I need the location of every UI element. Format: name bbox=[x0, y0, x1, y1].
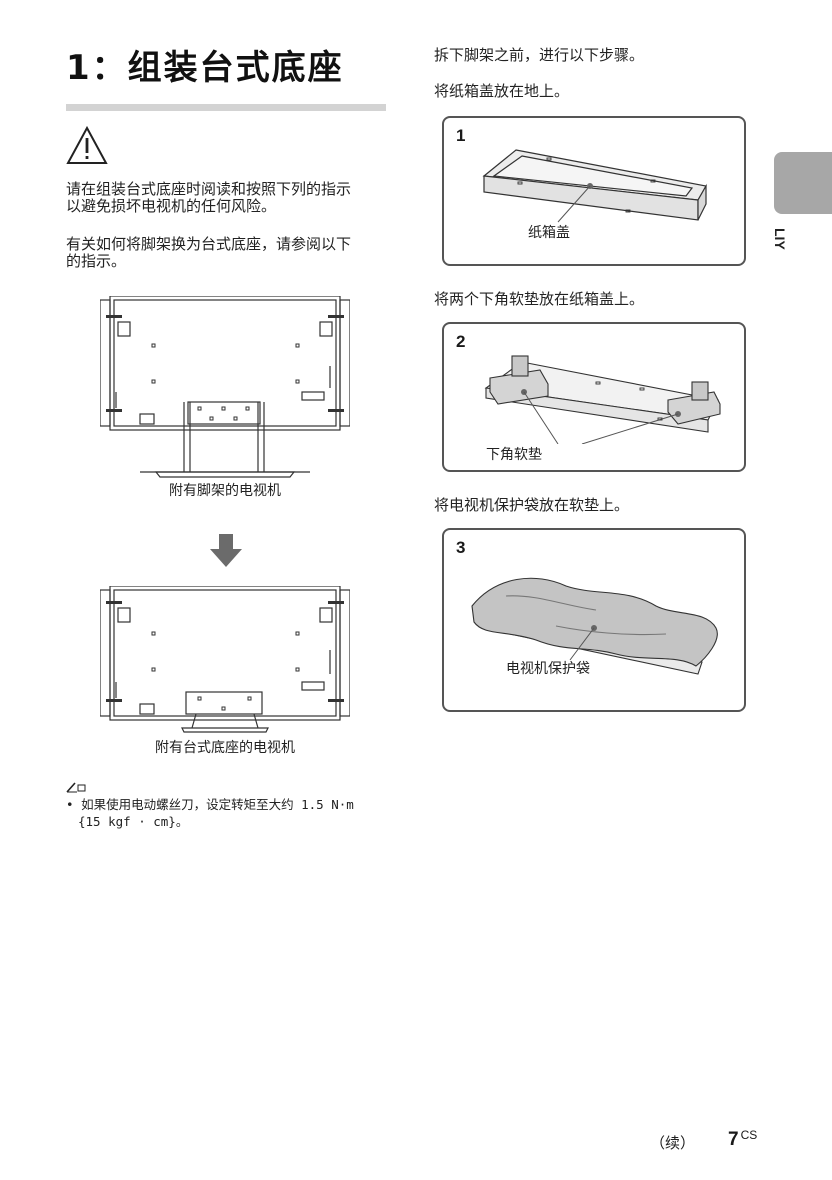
page-lang-code: CS bbox=[740, 1128, 758, 1142]
section-tab-label: LIY bbox=[772, 228, 788, 250]
warning-text: 请在组装台式底座时阅读和按照下列的指示 以避免损坏电视机的任何风险。 bbox=[66, 181, 351, 215]
step3-instruction: 将电视机保护袋放在软垫上。 bbox=[434, 496, 630, 514]
note-line-1: 如果使用电动螺丝刀，设定转矩至大约 1.5 N·m bbox=[81, 797, 354, 812]
warning-line-2: 以避免损坏电视机的任何风险。 bbox=[66, 197, 277, 215]
step-number: 3 bbox=[456, 538, 466, 557]
carton-lid-illustration bbox=[480, 146, 710, 230]
step-2-label: 下角软垫 bbox=[486, 447, 542, 463]
warning-triangle-icon bbox=[66, 125, 108, 166]
note-line-2: {15 kgf · cm}。 bbox=[78, 814, 189, 829]
step-1-label: 纸箱盖 bbox=[528, 225, 570, 241]
info-text: 有关如何将脚架换为台式底座，请参阅以下 的指示。 bbox=[66, 236, 351, 270]
page-title: 1：组装台式底座 bbox=[66, 48, 344, 88]
page-number-value: 7 bbox=[728, 1129, 739, 1150]
right-intro: 拆下脚架之前，进行以下步骤。 bbox=[434, 46, 645, 64]
figure-caption-tv-legs: 附有脚架的电视机 bbox=[169, 483, 281, 499]
step-number: 2 bbox=[456, 332, 466, 351]
bullet: • bbox=[66, 797, 82, 812]
protection-bag-illustration bbox=[466, 566, 726, 680]
tv-with-legs-illustration bbox=[99, 295, 351, 478]
step-number: 1 bbox=[456, 126, 466, 145]
step-3-box: 3 电视机保护袋 bbox=[442, 528, 746, 712]
figure-caption-tv-stand: 附有台式底座的电视机 bbox=[155, 740, 295, 756]
tv-with-stand-illustration bbox=[99, 585, 351, 736]
note-text: • 如果使用电动螺丝刀，设定转矩至大约 1.5 N·m {15 kgf · cm… bbox=[66, 796, 396, 830]
step-1-box: 1 纸箱盖 bbox=[442, 116, 746, 266]
section-tab bbox=[774, 152, 832, 214]
step1-instruction: 将纸箱盖放在地上。 bbox=[434, 82, 570, 100]
arrow-down-icon bbox=[210, 534, 242, 568]
step2-instruction: 将两个下角软垫放在纸箱盖上。 bbox=[434, 290, 645, 308]
title-divider bbox=[66, 104, 386, 111]
info-line-2: 的指示。 bbox=[66, 252, 127, 270]
warning-line-1: 请在组装台式底座时阅读和按照下列的指示 bbox=[66, 180, 352, 198]
corner-cushions-illustration bbox=[482, 348, 722, 448]
step-3-label: 电视机保护袋 bbox=[506, 661, 590, 677]
info-line-1: 有关如何将脚架换为台式底座，请参阅以下 bbox=[66, 235, 352, 253]
note-pencil-icon bbox=[66, 778, 88, 793]
step-2-box: 2 下角软垫 bbox=[442, 322, 746, 472]
continued-label: （续） bbox=[650, 1134, 696, 1152]
